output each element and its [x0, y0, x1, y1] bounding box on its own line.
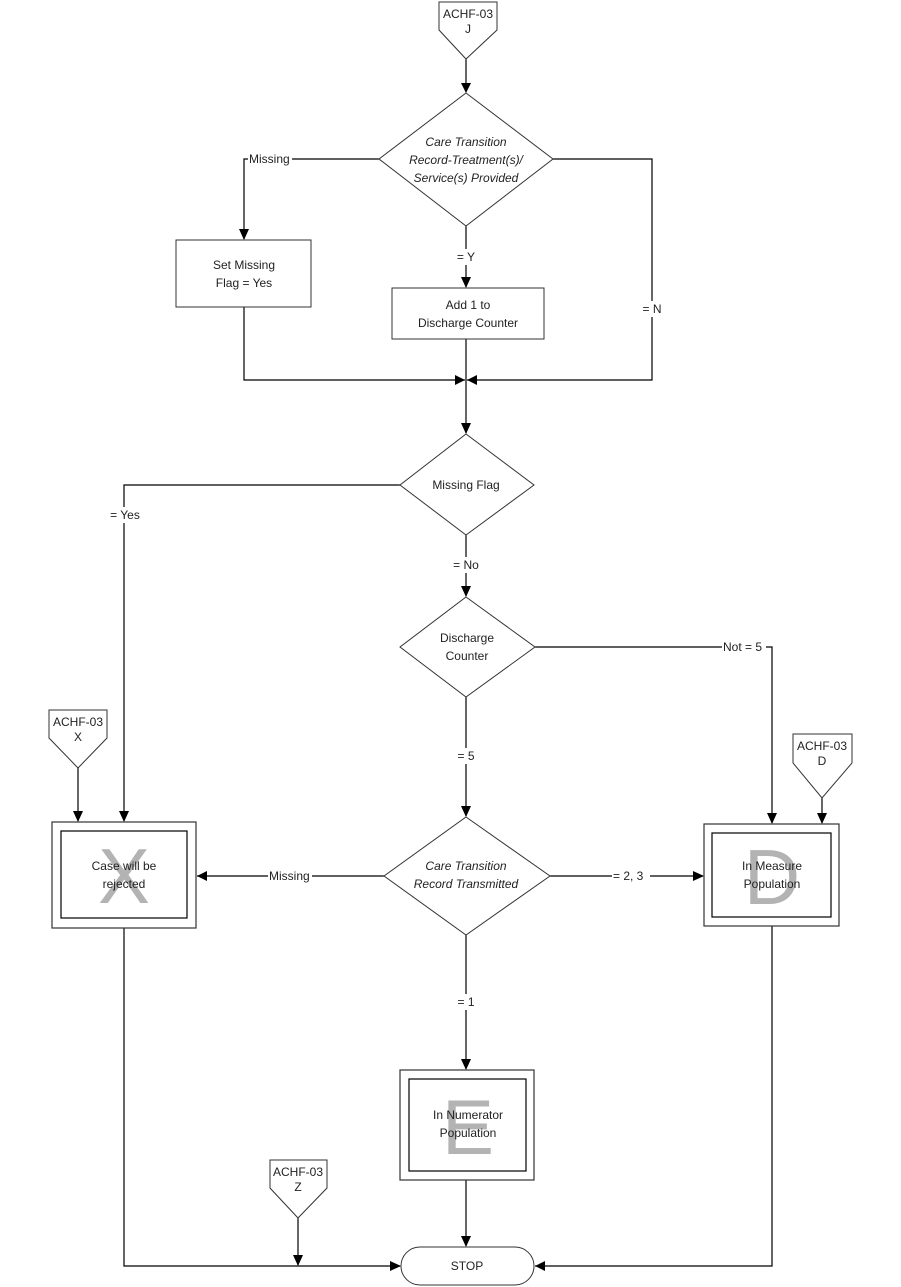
arrow-head: [239, 229, 249, 240]
arrow-head: [461, 586, 471, 597]
decision-text: Care Transition: [425, 859, 506, 873]
label-treatment-missing: Missing: [249, 152, 290, 166]
process-text: Flag = Yes: [216, 276, 272, 290]
label-flag-no: = No: [453, 558, 479, 572]
outcome-text: Population: [440, 1126, 497, 1140]
connector-j-line2: J: [465, 22, 471, 36]
label-transmitted-23: = 2, 3: [613, 869, 644, 883]
outcome-letter-watermark: E: [442, 1083, 494, 1171]
label-treatment-n: = N: [642, 302, 661, 316]
arrow-head: [461, 83, 471, 93]
arrow-head: [461, 277, 471, 288]
terminal-stop[interactable]: STOP: [400, 1246, 535, 1286]
decision-record-transmitted[interactable]: Care Transition Record Transmitted: [383, 816, 551, 936]
arrow-head: [767, 813, 777, 824]
arrow-head: [461, 1236, 471, 1247]
edge-labels: Missing = Y = N = Yes = No Not = 5 = 5 M…: [108, 151, 766, 1010]
edge-flag-yes: [123, 484, 400, 821]
connector-x-line1: ACHF-03: [53, 715, 103, 729]
arrow-head: [119, 811, 129, 822]
label-transmitted-1: = 1: [457, 995, 474, 1009]
label-flag-yes: = Yes: [110, 508, 140, 522]
connector-z[interactable]: ACHF-03 Z: [269, 1159, 328, 1219]
decision-text: Missing Flag: [432, 478, 499, 492]
arrow-head: [693, 871, 704, 881]
edge-rejected-to-stop: [123, 928, 400, 1267]
connector-z-line1: ACHF-03: [273, 1165, 323, 1179]
process-text: Discharge Counter: [418, 316, 518, 330]
decision-text: Care Transition: [425, 135, 506, 149]
connector-d-line1: ACHF-03: [797, 739, 847, 753]
decision-care-transition-treatment[interactable]: Care Transition Record-Treatment(s)/ Ser…: [378, 92, 554, 227]
outcome-measure-population[interactable]: D In Measure Population: [703, 823, 840, 927]
arrow-head: [390, 1261, 401, 1271]
decision-discharge-counter[interactable]: Discharge Counter: [399, 596, 536, 698]
outcome-text: Case will be: [92, 859, 157, 873]
arrow-head: [461, 423, 471, 434]
connector-x-line2: X: [74, 730, 82, 744]
arrow-head: [817, 813, 827, 824]
connector-d-line2: D: [818, 754, 827, 768]
edge-treatment-missing: [243, 158, 379, 239]
process-text: Add 1 to: [446, 298, 491, 312]
connector-j[interactable]: ACHF-03 J: [438, 1, 498, 60]
arrow-head: [535, 1261, 545, 1271]
connector-j-line1: ACHF-03: [443, 7, 493, 21]
edge-counter-not5: [535, 646, 773, 823]
edge-setmissing-to-junction: [243, 307, 465, 381]
process-add-discharge[interactable]: Add 1 to Discharge Counter: [391, 287, 545, 340]
outcome-text: Population: [744, 877, 801, 891]
outcome-text: In Numerator: [433, 1108, 503, 1122]
connector-d[interactable]: ACHF-03 D: [792, 733, 853, 799]
arrow-head: [461, 1059, 471, 1070]
label-counter-not5: Not = 5: [723, 640, 762, 654]
outcome-letter-watermark: X: [98, 832, 150, 920]
arrow-head: [197, 871, 207, 881]
decision-text: Counter: [446, 649, 489, 663]
arrow-head: [73, 811, 83, 822]
process-set-missing-flag[interactable]: Set Missing Flag = Yes: [175, 239, 312, 308]
arrow-head: [293, 1255, 303, 1266]
stop-label: STOP: [451, 1259, 483, 1273]
outcome-letter-watermark: D: [744, 833, 800, 921]
label-counter-5: = 5: [457, 749, 474, 763]
arrow-head: [461, 806, 471, 817]
outcome-numerator-population[interactable]: E In Numerator Population: [399, 1069, 535, 1181]
outcome-text: rejected: [103, 877, 146, 891]
arrow-head: [467, 375, 477, 385]
decision-text: Service(s) Provided: [414, 171, 519, 185]
edge-treatment-n: [467, 158, 653, 381]
connector-z-line2: Z: [294, 1180, 301, 1194]
outcome-text: In Measure: [742, 859, 802, 873]
label-treatment-y: = Y: [457, 250, 475, 264]
arrow-head: [455, 375, 465, 385]
outcome-rejected[interactable]: X Case will be rejected: [51, 821, 197, 929]
process-text: Set Missing: [213, 258, 275, 272]
decision-text: Discharge: [440, 631, 494, 645]
edge-measure-to-stop: [535, 926, 773, 1267]
decision-text: Record-Treatment(s)/: [409, 153, 524, 167]
decision-missing-flag[interactable]: Missing Flag: [399, 433, 535, 536]
connector-x[interactable]: ACHF-03 X: [48, 709, 108, 769]
label-transmitted-missing: Missing: [269, 869, 310, 883]
decision-text: Record Transmitted: [414, 877, 519, 891]
